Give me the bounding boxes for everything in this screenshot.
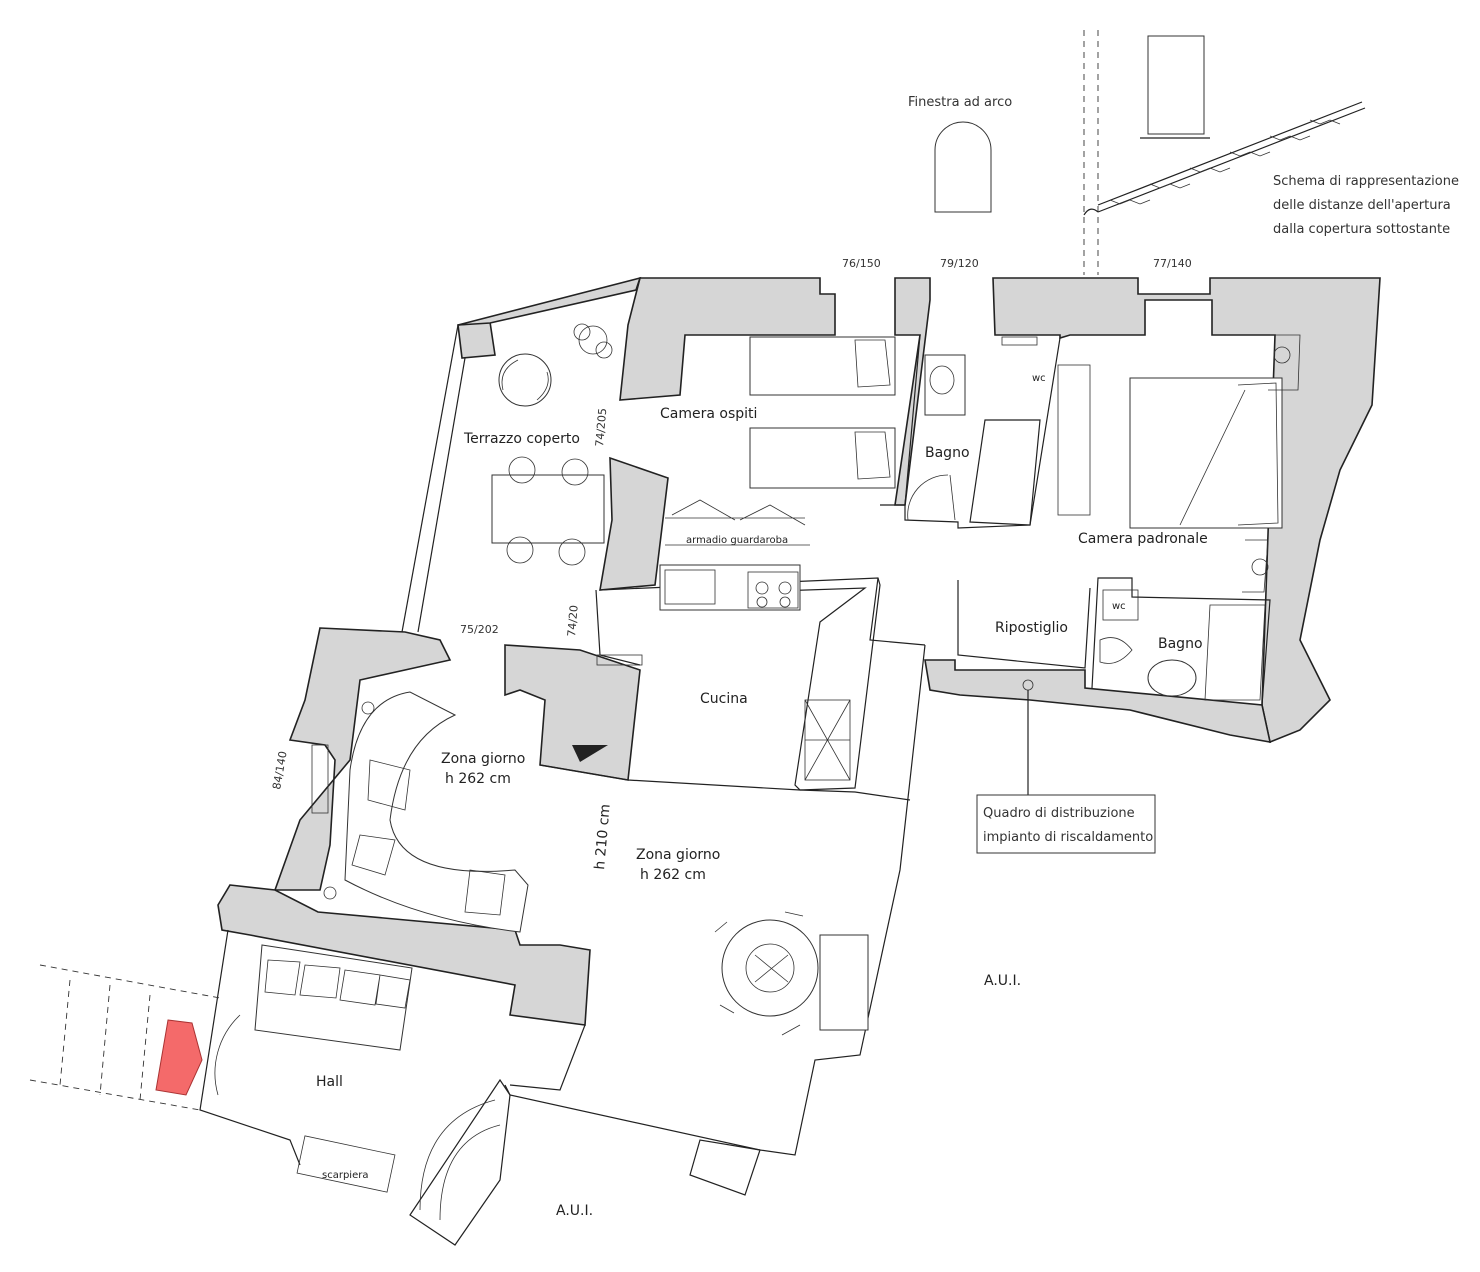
bathroom-2-fixtures xyxy=(1099,589,1266,701)
quadro-leader xyxy=(976,679,1156,854)
label-zona-giorno-1b: h 262 cm xyxy=(445,771,511,787)
label-schema-1: Schema di rappresentazione xyxy=(1273,174,1459,189)
label-bagno-2: Bagno xyxy=(1158,636,1203,652)
walls xyxy=(217,276,1381,1026)
entrance-stair xyxy=(29,964,221,1111)
label-zona-giorno-2a: Zona giorno xyxy=(636,847,720,863)
dim-79-120: 79/120 xyxy=(940,257,979,270)
hall-furniture xyxy=(214,944,501,1221)
label-h210: h 210 cm xyxy=(592,803,614,870)
bathroom-1-fixtures xyxy=(907,336,1091,521)
label-camera-padronale: Camera padronale xyxy=(1078,531,1208,547)
roof-schematic xyxy=(1083,30,1366,275)
dim-84-140: 84/140 xyxy=(270,750,290,790)
living-room-sofa xyxy=(311,691,608,933)
terrace-furniture xyxy=(491,323,613,566)
dim-76-150: 76/150 xyxy=(842,257,881,270)
kitchen-fixtures xyxy=(596,564,851,781)
label-ripostiglio: Ripostiglio xyxy=(995,620,1068,636)
dim-77-140: 77/140 xyxy=(1153,257,1192,270)
label-scarpiera: scarpiera xyxy=(322,1170,368,1181)
label-wc-1: wc xyxy=(1032,373,1046,384)
label-quadro-2: impianto di riscaldamento xyxy=(983,830,1153,845)
arched-window-symbol xyxy=(934,121,992,213)
text-labels: Finestra ad arco Schema di rappresentazi… xyxy=(270,95,1459,1219)
label-finestra-arco: Finestra ad arco xyxy=(908,95,1012,110)
label-quadro-1: Quadro di distribuzione xyxy=(983,806,1135,821)
label-armadio: armadio guardaroba xyxy=(686,535,788,546)
master-bedroom-furniture xyxy=(1129,334,1301,593)
label-aui-1: A.U.I. xyxy=(984,973,1021,989)
label-bagno-1: Bagno xyxy=(925,445,970,461)
outlines xyxy=(199,324,1271,1246)
label-terrazzo: Terrazzo coperto xyxy=(463,431,580,447)
label-aui-2: A.U.I. xyxy=(556,1203,593,1219)
label-schema-3: dalla copertura sottostante xyxy=(1273,222,1450,237)
guest-room-furniture xyxy=(665,336,896,546)
label-cucina: Cucina xyxy=(700,691,748,707)
label-hall: Hall xyxy=(316,1074,343,1090)
label-zona-giorno-1a: Zona giorno xyxy=(441,751,525,767)
dining-table xyxy=(714,911,869,1036)
label-zona-giorno-2b: h 262 cm xyxy=(640,867,706,883)
entrance-arrow xyxy=(155,1019,203,1096)
dim-74-205: 74/205 xyxy=(593,408,609,448)
label-wc-2: wc xyxy=(1112,601,1126,612)
label-schema-2: delle distanze dell'apertura xyxy=(1273,198,1451,213)
label-camera-ospiti: Camera ospiti xyxy=(660,406,757,422)
dim-75-202: 75/202 xyxy=(460,623,499,636)
dim-74-20: 74/20 xyxy=(565,605,581,638)
